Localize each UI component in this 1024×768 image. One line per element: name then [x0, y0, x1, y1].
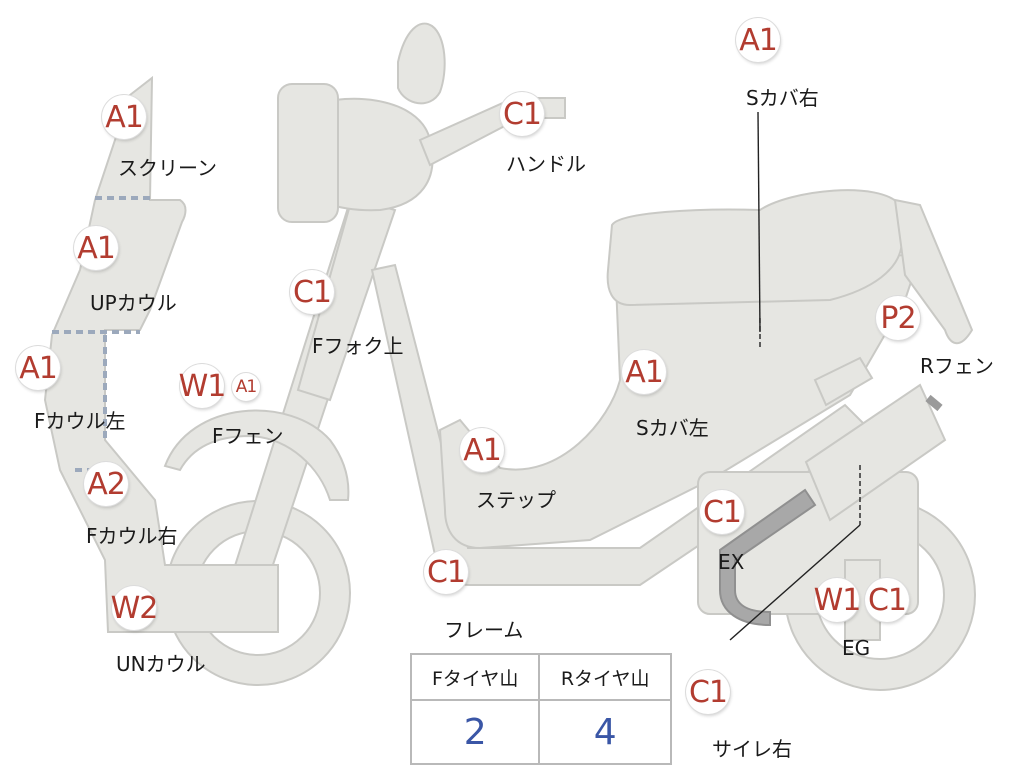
exhaust-pipe: [719, 488, 817, 627]
label-engine: EG: [842, 636, 871, 660]
muffler: [804, 383, 947, 522]
grade-badge-engine-c1: C1: [865, 578, 909, 622]
label-muffler-right: サイレ右: [712, 737, 792, 761]
seat: [606, 189, 904, 307]
label-r-fender: Rフェン: [920, 354, 994, 378]
rear-fender: [893, 198, 974, 345]
label-un-cowl: UNカウル: [116, 652, 206, 676]
grade-badge-engine-w1: W1: [814, 578, 861, 622]
label-f-fork-upper: Fフォク上: [312, 334, 404, 358]
grade-badge-screen: A1: [102, 95, 146, 139]
label-handle: ハンドル: [506, 152, 586, 176]
grade-badge-r-fender: P2: [876, 296, 920, 340]
tire-header-rear: Rタイヤ山: [538, 653, 672, 701]
body-side-cover: [438, 253, 922, 550]
grade-badge-handle: C1: [500, 92, 544, 136]
leader-s-cover-right: [757, 111, 761, 333]
label-s-cover-right: Sカバ右: [746, 86, 819, 110]
label-screen: スクリーン: [118, 156, 217, 180]
leader-muffler-right: [729, 524, 861, 641]
front-fender: [163, 409, 350, 501]
tire-header-front: Fタイヤ山: [409, 653, 541, 701]
label-exhaust: EX: [718, 550, 745, 574]
label-frame: フレーム: [444, 618, 524, 642]
grade-badge-f-fender-small: A1: [232, 373, 260, 401]
grade-badge-f-fork-upper: C1: [290, 270, 334, 314]
grade-badge-un-cowl: W2: [111, 586, 158, 630]
grade-badge-s-cover-right: A1: [736, 18, 780, 62]
grade-badge-f-cowl-left: A1: [16, 346, 60, 390]
label-f-cowl-left: Fカウル左: [34, 409, 126, 433]
tire-value-rear: 4: [538, 699, 672, 765]
tire-value-front: 2: [409, 699, 541, 765]
grade-badge-f-cowl-right: A2: [84, 462, 128, 506]
headlight: [277, 83, 339, 223]
muffler-tip: [925, 394, 943, 412]
grade-badge-up-cowl: A1: [74, 226, 118, 270]
grade-badge-s-cover-left: A1: [622, 350, 666, 394]
label-s-cover-left: Sカバ左: [636, 416, 709, 440]
grade-badge-exhaust: C1: [700, 490, 744, 534]
grade-badge-muffler-right: C1: [686, 670, 730, 714]
tire-tread-table: Fタイヤ山 Rタイヤ山 2 4: [409, 653, 672, 765]
label-f-fender: Fフェン: [212, 424, 284, 448]
grade-badge-step: A1: [460, 428, 504, 472]
rear-bar: [813, 356, 874, 407]
grade-badge-f-fender: W1: [179, 364, 226, 408]
label-step: ステップ: [476, 488, 556, 512]
label-f-cowl-right: Fカウル右: [86, 524, 178, 548]
label-up-cowl: UPカウル: [90, 291, 177, 315]
mirror: [397, 22, 446, 105]
grade-badge-frame: C1: [424, 550, 468, 594]
